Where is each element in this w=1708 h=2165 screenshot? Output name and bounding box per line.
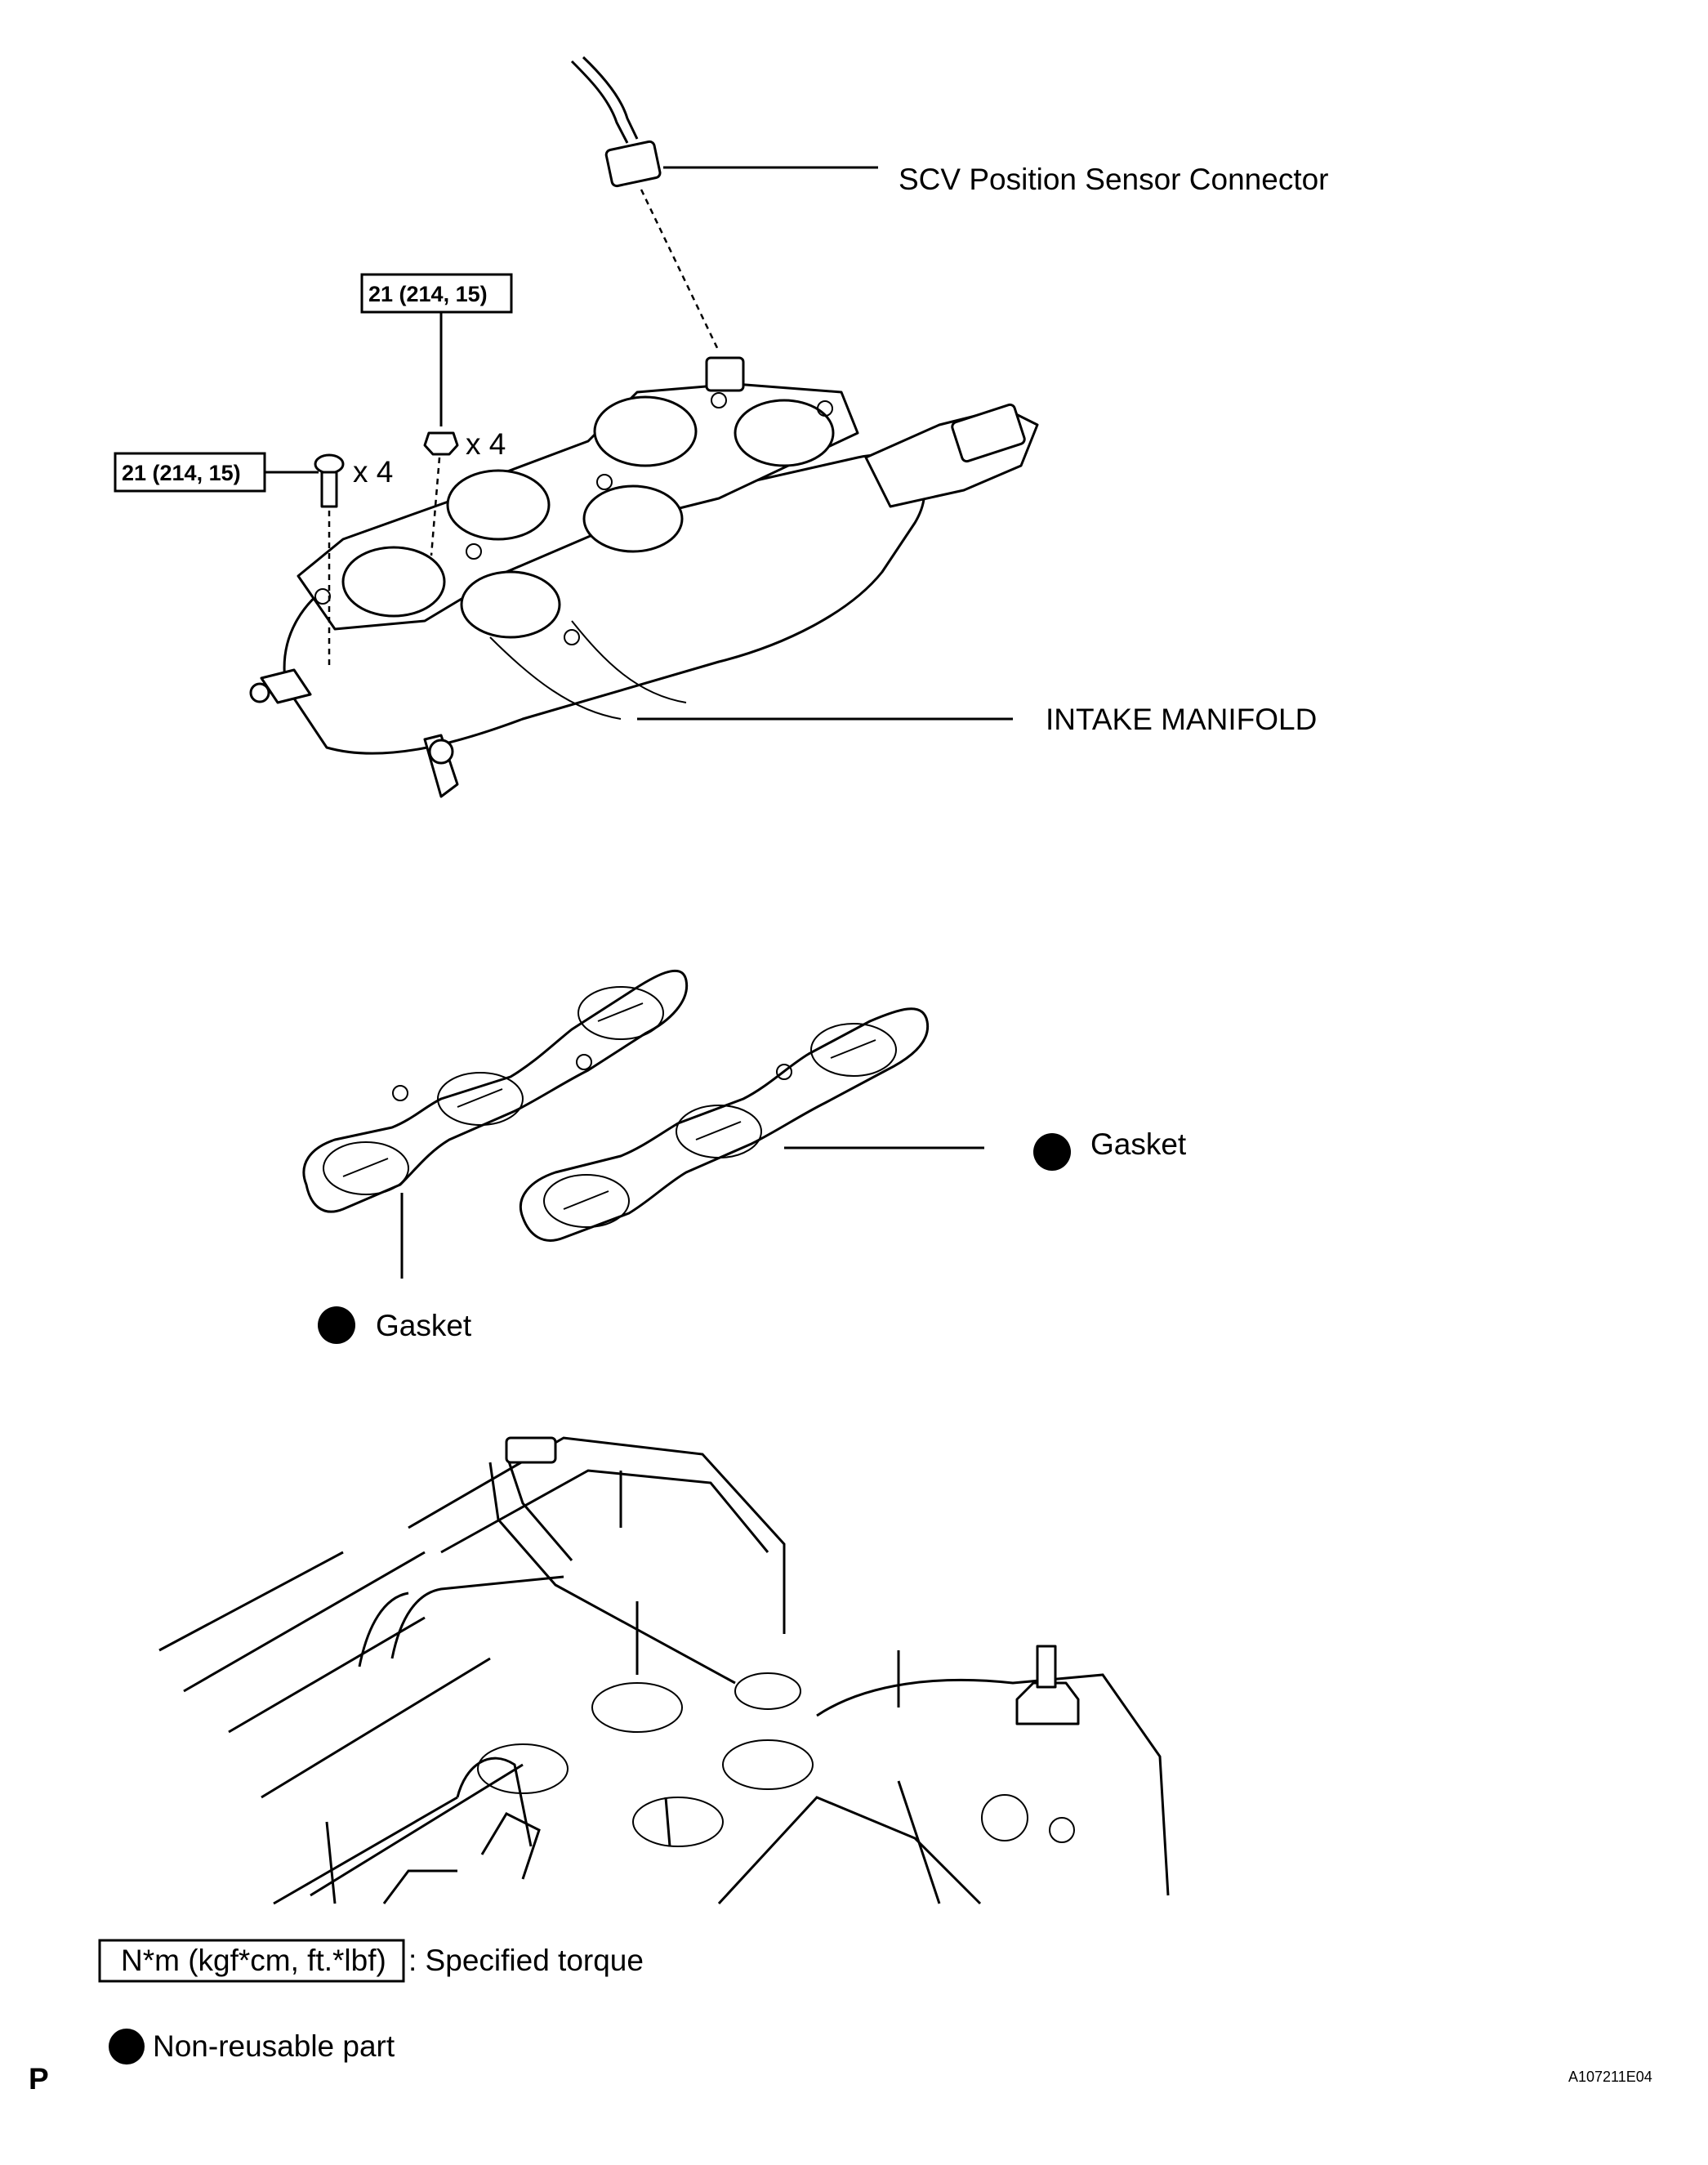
nut-torque-value: 21 (214, 15): [368, 282, 488, 306]
non-reusable-icon-right: [1033, 1133, 1071, 1171]
bolt-torque-value: 21 (214, 15): [122, 461, 241, 485]
non-reusable-icon-left: [318, 1306, 355, 1344]
intake-manifold-illustration: [249, 356, 1039, 798]
scv-connector-illustration: [570, 56, 878, 352]
footer-code: P: [29, 2062, 49, 2096]
torque-legend: [98, 1939, 405, 1983]
nut-torque-callout: [360, 273, 513, 556]
gasket-right-illustration: [519, 1007, 984, 1242]
non-reusable-legend-icon: [109, 2029, 145, 2065]
scv-connector-label: SCV Position Sensor Connector: [899, 163, 1329, 196]
gasket-right-label: Gasket: [1090, 1127, 1187, 1161]
intake-manifold-label: INTAKE MANIFOLD: [1046, 703, 1317, 736]
gasket-left-label: Gasket: [376, 1309, 472, 1342]
figure-id: A107211E04: [1568, 2069, 1652, 2085]
nut-quantity: x 4: [466, 427, 506, 461]
bolt-torque-callout: [114, 452, 345, 670]
engine-block-illustration: [158, 1436, 1170, 1905]
torque-legend-text: : Specified torque: [408, 1944, 644, 1977]
gasket-left-illustration: [302, 969, 689, 1279]
torque-legend-box-text: N*m (kgf*cm, ft.*lbf): [121, 1944, 386, 1977]
non-reusable-legend-text: Non-reusable part: [153, 2029, 395, 2063]
bolt-quantity: x 4: [353, 455, 393, 489]
